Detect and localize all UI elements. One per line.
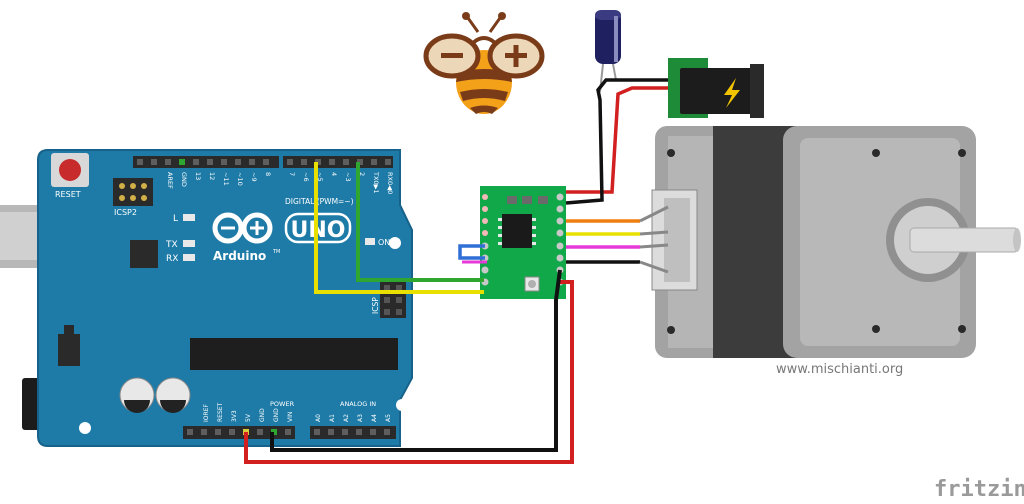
main-chip	[190, 338, 398, 370]
pin-label-a4: A4	[371, 414, 378, 422]
wire-5v-red	[244, 280, 574, 464]
pin-label-d7: 7	[288, 172, 296, 176]
pin-label-reset: RESET	[217, 402, 224, 422]
usb-chip	[130, 240, 158, 268]
regulator	[58, 334, 80, 366]
on-led-label: ON	[378, 238, 390, 247]
pin-label-a1: A1	[329, 414, 336, 422]
analog-in-label: ANALOG IN	[340, 400, 376, 408]
board-pcb	[37, 149, 413, 447]
pin-label-d11: ~11	[222, 172, 230, 186]
pin-label-aref: AREF	[166, 172, 174, 189]
power-header	[183, 426, 295, 439]
led-rx-label: RX	[166, 254, 178, 264]
stepper-motor	[651, 126, 1021, 358]
pin-label-a2: A2	[343, 414, 350, 422]
pin-label-d9: ~9	[250, 172, 258, 182]
pin-label-d8: 8	[264, 172, 272, 176]
pin-label-d5: ~5	[316, 172, 324, 182]
pin-label-vin: VIN	[287, 412, 294, 422]
pin-label-5v: 5V	[245, 413, 252, 422]
watermark-url: www.mischianti.org	[776, 362, 903, 377]
dc-barrel-jack	[668, 58, 764, 118]
arduino-logo	[212, 212, 273, 244]
pin-label-3v3: 3V3	[231, 410, 238, 422]
pin-label-tx: TX0▶1	[372, 171, 380, 194]
pin-label-d6: ~6	[302, 172, 310, 182]
wire-dir-green	[356, 162, 484, 282]
led-tx-label: TX	[165, 240, 178, 250]
pin-label-d2: 2	[358, 172, 366, 176]
digital-header	[133, 156, 393, 168]
pin-label-d10: ~10	[236, 172, 244, 186]
pin-label-d13: 13	[194, 172, 202, 180]
a4988-driver	[480, 186, 566, 299]
pin-label-a5: A5	[385, 414, 392, 422]
icsp2-header	[113, 178, 153, 206]
wire-gnd-black-supply	[565, 78, 668, 205]
pin-label-gnd: GND	[180, 172, 188, 187]
digital-label: DIGITAL (PWM=~)	[285, 197, 354, 206]
power-label: POWER	[270, 400, 295, 408]
arduino-uno-board: RESET ICSP2 AREF GND 13 12 ~1	[0, 149, 413, 447]
motor-shaft	[909, 227, 1019, 253]
bee-logo-icon	[423, 12, 545, 114]
wire-sleep-reset-blue	[458, 244, 485, 260]
pin-label-ioref: IOREF	[203, 404, 210, 422]
pin-label-gnd1: GND	[259, 408, 266, 422]
board-capacitors	[119, 377, 191, 413]
arduino-brand: Arduino	[213, 249, 266, 263]
wire-step-yellow	[314, 162, 484, 294]
icsp2-label: ICSP2	[114, 208, 137, 217]
analog-header	[310, 426, 396, 439]
power-bolt-icon	[724, 78, 740, 108]
pin-label-d12: 12	[208, 172, 216, 180]
wire-vmot-red	[566, 86, 668, 194]
pin-label-a3: A3	[357, 414, 364, 422]
trademark: TM	[272, 249, 280, 255]
pin-label-d3: ~3	[344, 172, 352, 182]
pin-label-gnd2: GND	[273, 408, 280, 422]
reset-label: RESET	[55, 190, 81, 199]
led-l-label: L	[173, 214, 178, 224]
pin-label-rx: RX0◀0	[386, 172, 394, 194]
pin-label-a0: A0	[315, 414, 322, 422]
icsp-header	[380, 280, 406, 318]
fritzing-logo: fritzing	[934, 477, 1024, 502]
wire-gnd-black	[270, 269, 562, 452]
icsp-label: ICSP	[371, 297, 380, 314]
pin-label-d4: 4	[330, 172, 338, 176]
